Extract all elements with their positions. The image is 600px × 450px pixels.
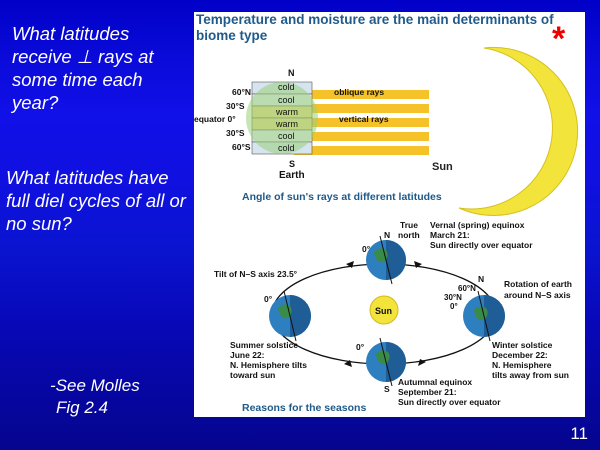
lat-label-30s: 30°S bbox=[226, 128, 245, 138]
orbit-arrow-3 bbox=[344, 360, 352, 367]
figure-panel: Temperature and moisture are the main de… bbox=[194, 12, 585, 417]
ray-band-5 bbox=[294, 146, 429, 155]
summer-line4: toward sun bbox=[230, 370, 275, 380]
reference-note: -See Molles Fig 2.4 bbox=[50, 375, 140, 419]
sun-label: Sun bbox=[432, 161, 453, 173]
band-label-2: cool bbox=[278, 95, 295, 105]
winter-line4: tilts away from sun bbox=[492, 370, 569, 380]
winter-line3: N. Hemisphere bbox=[492, 360, 552, 370]
band-label-1: cold bbox=[278, 82, 295, 92]
n-right-label: N bbox=[478, 274, 484, 284]
summer-line3: N. Hemisphere tilts bbox=[230, 360, 307, 370]
band-label-4: warm bbox=[275, 119, 298, 129]
lat-label-60n: 60°N bbox=[232, 87, 251, 97]
rotation-line2: around N–S axis bbox=[504, 290, 571, 300]
earth-label: Earth bbox=[279, 170, 305, 181]
orbit-arrow-2 bbox=[414, 261, 422, 268]
bottom-caption: Reasons for the seasons bbox=[242, 402, 366, 414]
orbit-arrow-4 bbox=[418, 359, 426, 366]
lat-label-60s: 60°S bbox=[232, 142, 251, 152]
autumnal-line3: Sun directly over equator bbox=[398, 397, 501, 407]
ray-band-4 bbox=[294, 132, 429, 141]
center-sun-label: Sun bbox=[375, 306, 392, 316]
tilt-label: Tilt of N–S axis 23.5° bbox=[214, 269, 298, 279]
lat-30n-right: 30°N bbox=[444, 293, 462, 302]
ray-band-3 bbox=[294, 118, 429, 127]
band-label-6: cold bbox=[278, 143, 295, 153]
winter-line2: December 22: bbox=[492, 350, 548, 360]
zero-top-label: 0° bbox=[362, 244, 371, 254]
summer-line1: Summer solstice bbox=[230, 340, 298, 350]
vernal-line2: March 21: bbox=[430, 230, 470, 240]
true-north-line1: True bbox=[400, 220, 418, 230]
north-label: N bbox=[288, 68, 295, 78]
north-top-label: N bbox=[384, 230, 390, 240]
question-latitudes-perpendicular-rays: What latitudes receive ⊥ rays at some ti… bbox=[12, 23, 154, 113]
page-number: 11 bbox=[570, 424, 588, 443]
earth-vernal-icon bbox=[366, 235, 406, 285]
band-label-5: cool bbox=[278, 131, 295, 141]
vernal-line1: Vernal (spring) equinox bbox=[430, 220, 525, 230]
top-caption: Angle of sun's rays at different latitud… bbox=[242, 191, 442, 203]
center-sun-icon bbox=[369, 295, 399, 325]
lat-label-30: 30°S bbox=[226, 101, 245, 111]
autumnal-line2: September 21: bbox=[398, 387, 457, 397]
zero-left-label: 0° bbox=[264, 294, 273, 304]
lat-60n-right: 60°N bbox=[458, 284, 476, 293]
question-full-diel-cycles: What latitudes have full diel cycles of … bbox=[6, 167, 186, 234]
reference-line-2: Fig 2.4 bbox=[56, 398, 108, 417]
sun-crescent-icon bbox=[458, 46, 579, 216]
reference-line-1: -See Molles bbox=[50, 376, 140, 395]
vertical-rays-label: vertical rays bbox=[339, 114, 389, 124]
rotation-line1: Rotation of earth bbox=[504, 279, 572, 289]
true-north-line2: north bbox=[398, 230, 420, 240]
star-marker: * bbox=[552, 20, 566, 58]
zero-bottom-label: 0° bbox=[356, 342, 365, 352]
earth-summer-icon bbox=[269, 290, 311, 342]
earth-autumnal-icon bbox=[366, 337, 406, 387]
autumnal-line1: Autumnal equinox bbox=[398, 377, 472, 387]
orbit-arrow-1 bbox=[346, 261, 354, 268]
lat-0-right: 0° bbox=[450, 302, 458, 311]
seasons-diagram: Sun cold cool warm warm cool cold N S Ea… bbox=[194, 46, 579, 414]
summer-line2: June 22: bbox=[230, 350, 265, 360]
earth-latitude-bands bbox=[246, 81, 318, 155]
sun-rays bbox=[294, 90, 429, 155]
south-label: S bbox=[289, 159, 295, 169]
ray-band-1 bbox=[294, 90, 429, 99]
band-label-3: warm bbox=[275, 107, 298, 117]
vernal-line3: Sun directly over equator bbox=[430, 240, 533, 250]
earth-winter-icon bbox=[463, 290, 505, 342]
winter-line1: Winter solstice bbox=[492, 340, 553, 350]
south-bottom-label: S bbox=[384, 384, 390, 394]
figure-title: Temperature and moisture are the main de… bbox=[196, 12, 554, 43]
lat-label-equator: equator 0° bbox=[194, 114, 236, 124]
ray-band-2 bbox=[294, 104, 429, 113]
earth-globe-icon bbox=[246, 82, 318, 154]
oblique-rays-label: oblique rays bbox=[334, 87, 384, 97]
